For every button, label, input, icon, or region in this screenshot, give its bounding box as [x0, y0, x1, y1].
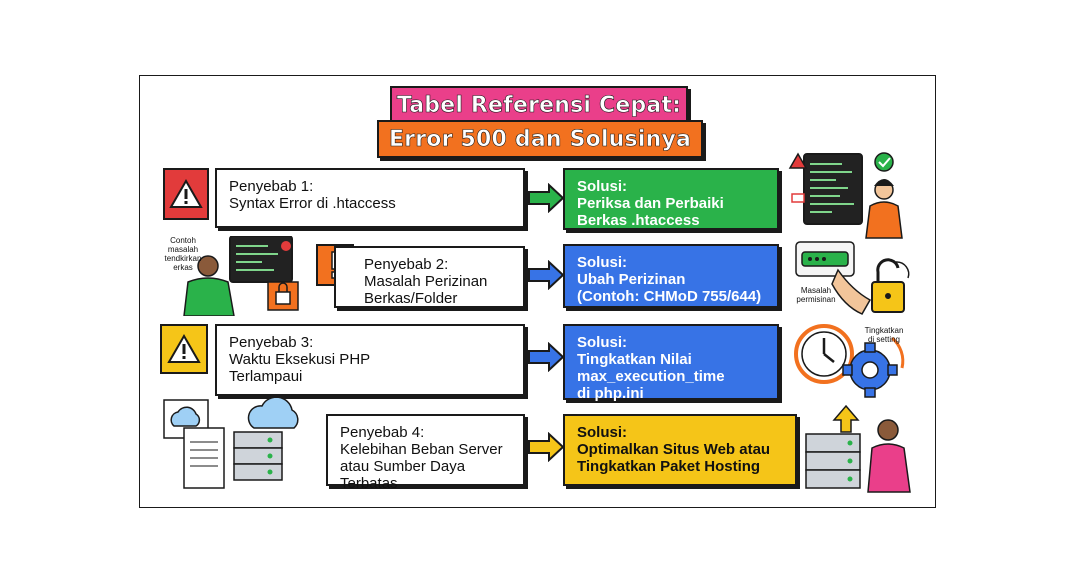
title-line-1: Tabel Referensi Cepat:: [390, 86, 688, 124]
server-upgrade-person-illustration: [805, 404, 911, 493]
solution-head: Solusi:: [577, 254, 628, 271]
code-editor-person-illustration: [788, 152, 903, 239]
solution-card-2: Solusi: Ubah Perizinan (Contoh: CHMoD 75…: [563, 244, 779, 308]
solution-body: Tingkatkan Nilai max_execution_time di p…: [577, 351, 725, 402]
warning-icon: [160, 324, 208, 374]
solution-head: Solusi:: [577, 424, 628, 441]
warning-icon: [163, 168, 209, 220]
cause-head: Penyebab 2:: [364, 256, 449, 273]
title-line-2: Error 500 dan Solusinya: [377, 120, 703, 158]
solution-body: Optimalkan Situs Web atau Tingkatkan Pak…: [577, 441, 771, 475]
example-error-label: Contoh masalah tendkirkan erkas: [164, 236, 202, 272]
clock-gear-illustration: [794, 324, 905, 398]
arrow-right-icon: [528, 342, 565, 372]
solution-body: Periksa dan Perbaiki Berkas .htaccess: [577, 195, 724, 229]
solution-head: Solusi:: [577, 178, 628, 195]
solution-card-4: Solusi: Optimalkan Situs Web atau Tingka…: [563, 414, 797, 486]
arrow-right-icon: [528, 260, 565, 290]
cause-body: Waktu Eksekusi PHP Terlampaui: [229, 351, 371, 385]
cause-body: Kelebihan Beban Server atau Sumber Daya …: [340, 441, 503, 492]
cause-card-3: Penyebab 3: Waktu Eksekusi PHP Terlampau…: [215, 324, 525, 396]
password-lock-illustration: [795, 241, 910, 315]
laptop-person-illustration: [183, 236, 299, 316]
cause-card-4: Penyebab 4: Kelebihan Beban Server atau …: [326, 414, 525, 492]
cause-body: Masalah Perizinan Berkas/Folder: [364, 273, 488, 307]
cause-card-2: Penyebab 2: Masalah Perizinan Berkas/Fol…: [334, 246, 525, 308]
solution-head: Solusi:: [577, 334, 628, 351]
cause-head: Penyebab 4:: [340, 424, 425, 441]
cause-head: Penyebab 3:: [229, 334, 314, 351]
arrow-right-icon: [528, 183, 565, 213]
permission-issue-label: Masalah permisinan: [796, 286, 836, 304]
cause-card-1: Penyebab 1: Syntax Error di .htaccess: [215, 168, 525, 228]
cloud-server-illustration: [163, 398, 299, 489]
solution-body: Ubah Perizinan (Contoh: CHMoD 755/644): [577, 271, 762, 305]
solution-card-3: Solusi: Tingkatkan Nilai max_execution_t…: [563, 324, 779, 402]
cause-body: Syntax Error di .htaccess: [229, 195, 396, 212]
solution-card-1: Solusi: Periksa dan Perbaiki Berkas .hta…: [563, 168, 779, 230]
cause-head: Penyebab 1:: [229, 178, 314, 195]
arrow-right-icon: [528, 432, 565, 462]
increase-setting-label: Tingkatkan di setting: [864, 326, 904, 344]
